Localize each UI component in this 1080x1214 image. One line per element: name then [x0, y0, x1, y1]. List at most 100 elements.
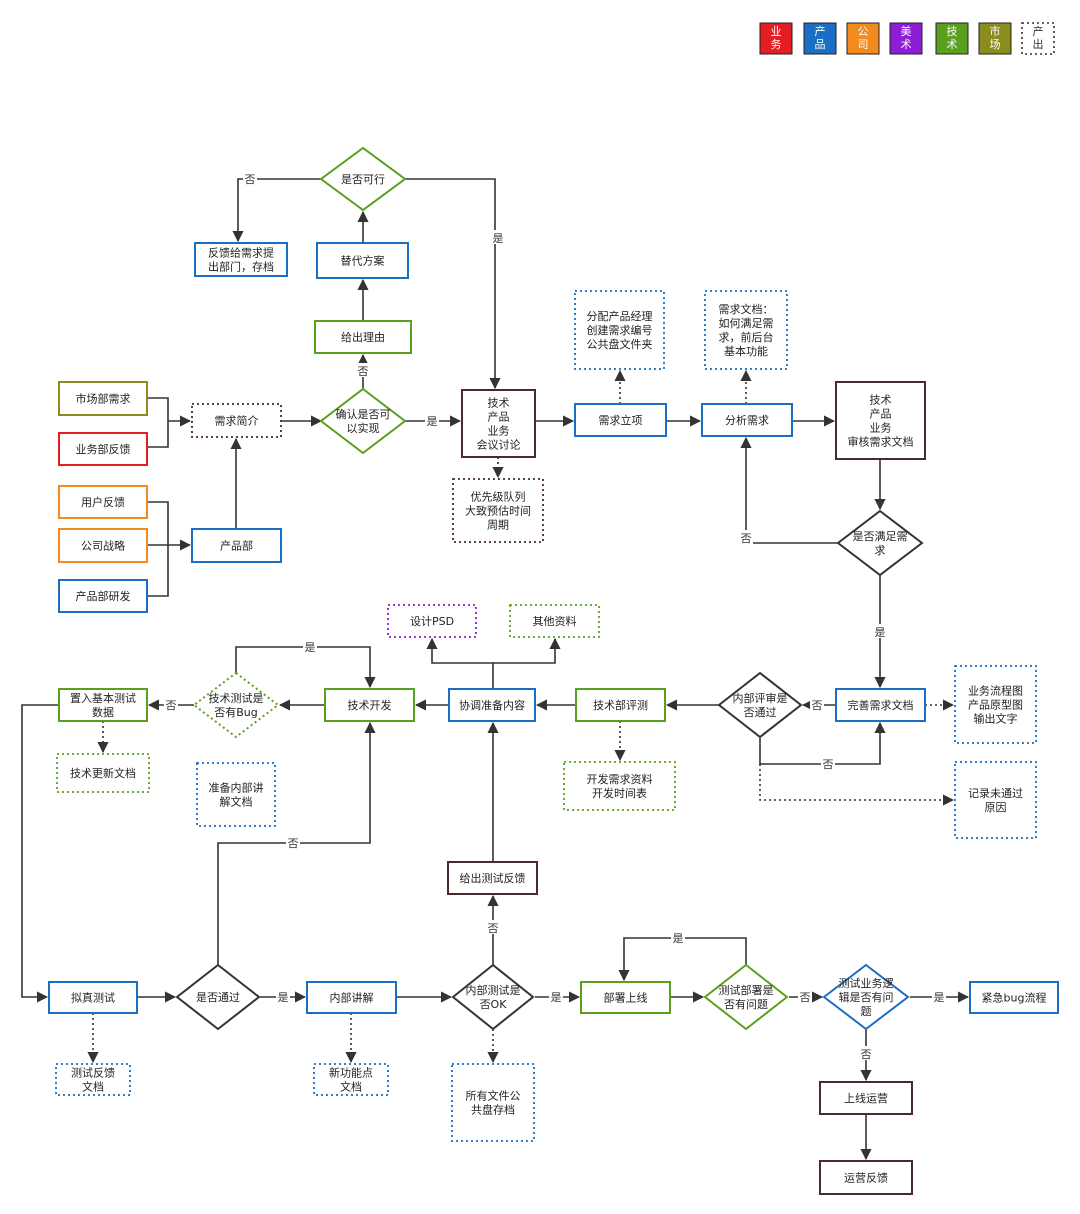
- node-record-fail: 记录未通过原因: [954, 761, 1037, 839]
- node-tech-dev-label: 技术开发: [348, 698, 392, 712]
- node-sim-test-label: 拟真测试: [71, 991, 115, 1005]
- node-deploy-box: [580, 981, 671, 1014]
- edge-label-testbug-yes-bg: [303, 639, 317, 653]
- node-test-feedback-doc-box: [55, 1063, 131, 1096]
- legend-label: 美术: [901, 25, 912, 51]
- edge-meets-no: [740, 436, 838, 544]
- node-analyze-req: 分析需求: [701, 403, 793, 437]
- node-req-doc-label: 需求文档：如何满足需求，前后台基本功能: [719, 302, 774, 358]
- edge-label-meets-no: 否: [741, 532, 752, 545]
- node-confirm-feasible: 确认是否可以实现: [319, 387, 407, 455]
- node-give-reason: 给出理由: [314, 320, 412, 354]
- edge-label-logic-no-bg: [859, 1046, 873, 1060]
- node-alternative-label: 替代方案: [341, 254, 385, 268]
- node-internal-review-diamond: [717, 671, 803, 739]
- edge-label-review-no-bg: [821, 756, 835, 770]
- node-biz-flow-chart: 业务流程图产品原型图输出文字: [954, 665, 1037, 744]
- legend-label: 产品: [815, 24, 826, 51]
- node-review-doc-label: 技术产品业务审核需求文档: [848, 394, 914, 449]
- node-meets-req: 是否满足需求: [836, 509, 924, 577]
- edge-label-meets-yes: 是: [875, 626, 886, 639]
- node-archive-all: 所有文件公共盘存档: [451, 1063, 535, 1142]
- node-company-strategy-box: [58, 528, 148, 563]
- edge-label-testok-no: 否: [488, 922, 499, 935]
- edge-label-testbug-yes: 是: [305, 641, 316, 654]
- edge-label-logic-no: 否: [861, 1048, 872, 1061]
- edge-label-passed-no: 否: [288, 837, 299, 850]
- edge-label-issue-no: 否: [800, 991, 811, 1004]
- node-other-material: 其他资料: [509, 604, 600, 638]
- edge-label-improve-no-bg: [810, 697, 824, 711]
- node-company-strategy-label: 公司战略: [81, 539, 125, 553]
- node-req-doc-box: [704, 290, 788, 370]
- node-other-material-box: [509, 604, 600, 638]
- node-test-logic-issue-diamond: [822, 963, 910, 1031]
- node-biz-feedback-label: 业务部反馈: [76, 442, 131, 456]
- edge-label-confirm-no-bg: [356, 363, 370, 377]
- edge-label-confirm-no: 否: [358, 365, 369, 378]
- node-basic-test-data-box: [58, 688, 148, 722]
- node-meeting: 技术产品业务会议讨论: [461, 389, 536, 458]
- edge-review-no-loop: [759, 721, 886, 765]
- node-sim-test-box: [48, 981, 138, 1014]
- node-new-feature-doc-label: 新功能点文档: [329, 1066, 373, 1094]
- node-biz-feedback: 业务部反馈: [58, 432, 148, 466]
- node-product-dept: 产品部: [191, 528, 282, 563]
- edge-label-issue-yes-bg: [671, 930, 685, 944]
- node-go-live-box: [819, 1081, 913, 1115]
- node-deploy-label: 部署上线: [604, 991, 648, 1005]
- node-user-feedback-label: 用户反馈: [81, 495, 125, 509]
- edge-feasible-yes: [405, 178, 501, 390]
- node-urgent-bug-box: [969, 981, 1059, 1014]
- node-req-brief-label: 需求简介: [215, 414, 259, 428]
- node-req-setup: 需求立项: [574, 403, 667, 437]
- node-dev-req-material-box: [563, 761, 676, 811]
- node-alternative: 替代方案: [316, 242, 409, 279]
- legend-label: 市场: [990, 24, 1001, 51]
- node-req-brief: 需求简介: [191, 403, 282, 438]
- node-dev-req-material-label: 开发需求资料开发时间表: [587, 772, 653, 800]
- node-product-rnd-label: 产品部研发: [76, 589, 131, 603]
- legend-swatch: [889, 22, 923, 55]
- node-tech-review-label: 技术部评测: [593, 698, 648, 712]
- node-biz-flow-chart-box: [954, 665, 1037, 744]
- node-give-reason-label: 给出理由: [341, 330, 385, 344]
- node-internal-test-ok-diamond: [451, 963, 535, 1031]
- node-passed: 是否通过: [175, 963, 261, 1031]
- node-ops-feedback-label: 运营反馈: [844, 1171, 888, 1185]
- edge-label-testok-no-bg: [486, 920, 500, 934]
- edge-review-to-record: [759, 764, 955, 806]
- node-market-req-box: [58, 381, 148, 416]
- node-dev-req-material: 开发需求资料开发时间表: [563, 761, 676, 811]
- edge-label-testok-yes-bg: [549, 989, 563, 1003]
- node-go-live: 上线运营: [819, 1081, 913, 1115]
- edge-label-feasible-yes-bg: [491, 230, 505, 244]
- node-record-fail-box: [954, 761, 1037, 839]
- node-feedback-archive-label: 反馈给需求提出部门，存档: [208, 247, 274, 274]
- legend-swatch: [803, 22, 837, 55]
- node-test-deploy-issue-label: 测试部署是否有问题: [719, 983, 774, 1011]
- node-company-strategy: 公司战略: [58, 528, 148, 563]
- node-design-psd-label: 设计PSD: [410, 615, 454, 628]
- node-internal-test-ok: 内部测试是否OK: [451, 963, 535, 1031]
- edge-coordinate-to-other: [493, 637, 561, 664]
- node-tech-review: 技术部评测: [575, 688, 666, 722]
- node-new-feature-doc-box: [313, 1063, 389, 1096]
- node-prepare-doc-box: [196, 762, 276, 827]
- legend-swatch: [846, 22, 880, 55]
- edge-label-testok-yes: 是: [551, 991, 562, 1004]
- legend-label: 技术: [947, 25, 958, 51]
- legend-label: 业务: [771, 25, 782, 51]
- node-feasible-diamond: [319, 146, 407, 212]
- legend-item-3: 美术: [889, 22, 923, 55]
- edge-data-to-sim: [21, 704, 59, 1003]
- node-tech-review-box: [575, 688, 666, 722]
- node-tech-update-doc-box: [56, 753, 150, 793]
- edge-label-logic-yes-bg: [932, 989, 946, 1003]
- node-improve-doc-box: [835, 688, 926, 722]
- legend-item-4: 技术: [935, 22, 969, 55]
- node-meets-req-label: 是否满足需求: [853, 530, 908, 557]
- edge-label-meets-yes-bg: [873, 624, 887, 638]
- node-give-reason-box: [314, 320, 412, 354]
